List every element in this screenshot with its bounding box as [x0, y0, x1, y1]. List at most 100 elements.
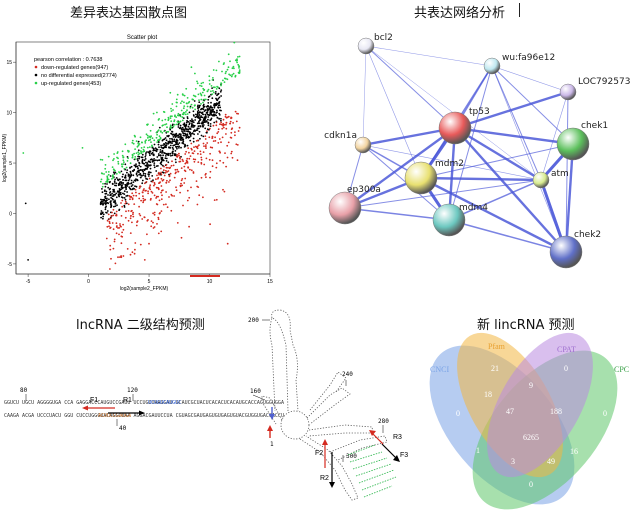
point-up-1609 — [144, 140, 147, 143]
point-up-1619 — [174, 115, 176, 118]
edge-loc-tp53 — [454, 90, 569, 130]
point-up-1497 — [238, 69, 241, 71]
node-wu[interactable] — [483, 57, 501, 75]
point-nodiff-724 — [164, 152, 166, 155]
point-nodiff-499 — [120, 183, 123, 185]
venn-count-cpat-cpc: 16 — [570, 447, 578, 456]
point-nodiff-200 — [138, 157, 141, 160]
node-mdm2[interactable] — [404, 161, 438, 195]
point-nodiff-414 — [177, 134, 179, 137]
point-nodiff-659 — [118, 178, 121, 181]
point-down-1174 — [215, 198, 218, 201]
point-nodiff-824 — [161, 157, 164, 160]
point-down-962 — [125, 210, 127, 213]
point-nodiff-446 — [101, 211, 104, 214]
edge-mdm2-chek2 — [420, 176, 567, 254]
point-nodiff-586 — [114, 193, 117, 196]
point-up-1572 — [200, 98, 203, 101]
edge-bcl2-cdkn1a — [362, 45, 367, 146]
venn-count-cpat-only: 0 — [564, 364, 568, 373]
node-tp53[interactable] — [438, 111, 472, 145]
point-nodiff-713 — [119, 181, 121, 184]
point-down-1190 — [199, 150, 202, 153]
node-chek1[interactable] — [556, 127, 590, 161]
point-down-1053 — [180, 167, 183, 170]
point-down-1215 — [229, 122, 231, 125]
venn-count-cnci-pfam-cpat: 47 — [506, 407, 514, 416]
point-nodiff-895 — [142, 170, 145, 173]
point-down-1017 — [222, 161, 225, 164]
point-down-1055 — [186, 157, 189, 160]
point-nodiff-723 — [100, 216, 102, 219]
point-nodiff-4 — [198, 130, 201, 133]
point-down-1033 — [231, 156, 234, 159]
point-up-1606 — [124, 143, 127, 146]
point-down-1264 — [179, 184, 182, 187]
point-nodiff-383 — [191, 118, 193, 120]
point-down-997 — [202, 151, 205, 154]
node-atm[interactable] — [532, 171, 550, 189]
point-nodiff-855 — [168, 146, 171, 149]
point-down-1139 — [175, 186, 177, 189]
point-up-1330 — [134, 158, 137, 161]
node-chek2[interactable] — [549, 235, 583, 269]
node-bcl2[interactable] — [357, 37, 375, 55]
point-nodiff-747 — [168, 140, 170, 143]
point-down-927 — [112, 228, 115, 231]
point-down-1224 — [190, 147, 193, 150]
primer-f2-arrowhead — [322, 439, 328, 445]
venn-diagram: CNCI Pfam CPAT CPC 21 0 0 0 9 18 188 47 … — [429, 332, 629, 510]
point-up-1464 — [212, 86, 215, 89]
node-loc[interactable] — [559, 83, 577, 101]
primer-r1-arrowhead — [139, 410, 145, 416]
point-down-1137 — [204, 135, 207, 138]
point-up-1504 — [164, 123, 166, 126]
point-nodiff-876 — [127, 181, 129, 184]
node-cdkn1a[interactable] — [354, 136, 372, 154]
point-down-1125 — [222, 126, 225, 129]
point-down-973 — [146, 219, 149, 222]
point-nodiff-70 — [104, 182, 106, 185]
venn-count-cnci-pfam-cpc: 49 — [547, 457, 555, 466]
point-nodiff-390 — [146, 151, 148, 153]
point-down-1217 — [109, 227, 111, 230]
point-nodiff-815 — [141, 159, 144, 162]
point-nodiff-99 — [153, 162, 156, 165]
point-nodiff-814 — [179, 138, 182, 140]
point-up-1551 — [194, 72, 196, 75]
point-down-1177 — [115, 210, 118, 213]
point-nodiff-37 — [128, 178, 131, 180]
point-down-1098 — [206, 130, 208, 133]
point-nodiff-666 — [156, 159, 159, 162]
point-up-1529 — [210, 85, 213, 87]
point-up-1610 — [207, 88, 210, 91]
legend-up-marker — [34, 81, 38, 85]
point-up-1332 — [142, 148, 145, 151]
point-down-930 — [195, 180, 198, 183]
point-up-1383 — [226, 68, 229, 71]
point-nodiff-669 — [193, 115, 195, 117]
point-nodiff-242 — [202, 124, 205, 126]
point-down-1171 — [145, 181, 148, 183]
point-down-1151 — [181, 184, 184, 187]
point-nodiff-831 — [144, 168, 147, 171]
point-nodiff-819 — [167, 142, 170, 145]
point-up-1389 — [157, 119, 160, 121]
point-nodiff-543 — [210, 117, 213, 120]
point-up-1403 — [200, 94, 203, 97]
edge-ep300a-mdm4 — [344, 207, 450, 221]
point-down-924 — [234, 134, 236, 137]
point-nodiff-187 — [214, 92, 217, 95]
point-nodiff-626 — [186, 130, 189, 133]
point-down-1312 — [226, 144, 229, 147]
point-up-1498 — [238, 67, 240, 69]
point-down-1178 — [119, 256, 121, 258]
node-ep300a[interactable] — [328, 191, 362, 225]
point-nodiff-291 — [145, 152, 147, 155]
point-nodiff-302 — [218, 87, 221, 90]
point-down-953 — [217, 131, 220, 133]
point-up-1480 — [229, 74, 232, 77]
node-mdm4[interactable] — [432, 203, 466, 237]
point-down-1228 — [138, 205, 141, 208]
point-nodiff-523 — [139, 172, 142, 175]
